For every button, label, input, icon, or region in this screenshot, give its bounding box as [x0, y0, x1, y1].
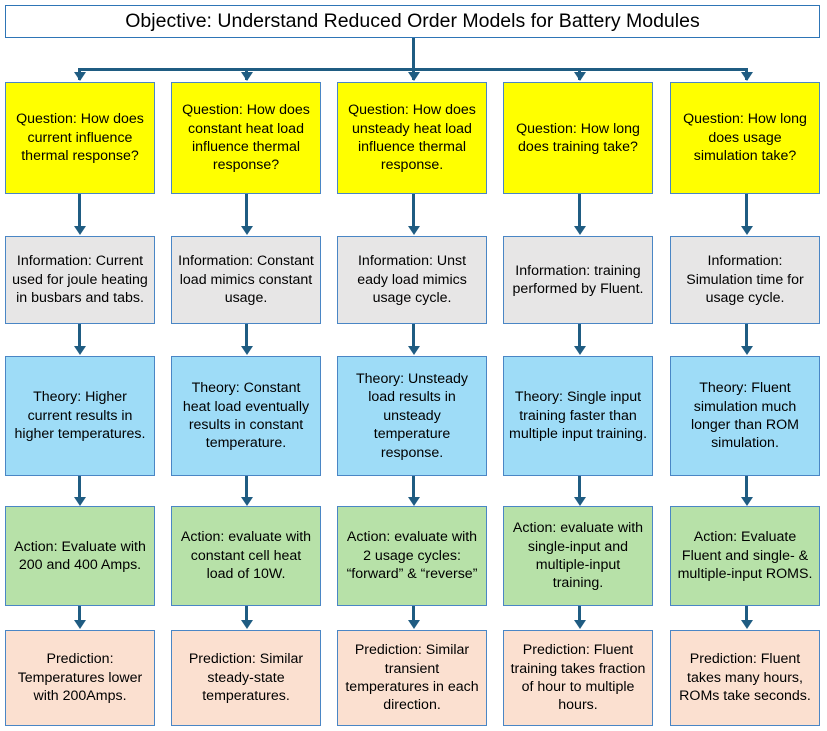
action-text-col-1: Action: Evaluate with 200 and 400 Amps.: [14, 538, 146, 573]
connector-information-theory-col-1: [78, 324, 81, 347]
arrowhead-theory-col-2: [240, 346, 253, 355]
information-box-col-5[interactable]: Information: Simulation time for usage c…: [670, 236, 820, 324]
information-text-col-1: Information: Current used for joule heat…: [12, 253, 148, 307]
arrowhead-action-col-3: [407, 497, 420, 506]
question-box-col-3[interactable]: Question: How does unsteady heat load in…: [337, 82, 487, 194]
theory-text-col-5: Theory: Fluent simulation much longer th…: [690, 380, 800, 452]
connector-question-information-col-4: [578, 194, 581, 226]
connector-action-prediction-col-1: [78, 606, 81, 621]
action-box-col-1[interactable]: Action: Evaluate with 200 and 400 Amps.: [5, 506, 155, 606]
question-text-col-3: Question: How does unsteady heat load in…: [348, 102, 476, 174]
prediction-box-col-2[interactable]: Prediction: Similar steady-state tempera…: [171, 630, 321, 726]
connector-information-theory-col-4: [578, 324, 581, 347]
information-text-col-3: Information: Unst eady load mimics usage…: [357, 253, 467, 307]
arrowhead-action-col-1: [73, 497, 86, 506]
action-text-col-5: Action: Evaluate Fluent and single- & mu…: [677, 529, 813, 583]
theory-text-col-1: Theory: Higher current results in higher…: [14, 389, 146, 443]
branch-arrowhead-col-5: [740, 72, 753, 81]
connector-question-information-col-1: [78, 194, 81, 226]
connector-question-information-col-2: [245, 194, 248, 226]
question-box-col-4[interactable]: Question: How long does training take?: [503, 82, 653, 194]
information-box-col-2[interactable]: Information: Constant load mimics consta…: [171, 236, 321, 324]
question-box-col-5[interactable]: Question: How long does usage simulation…: [670, 82, 820, 194]
action-box-col-5[interactable]: Action: Evaluate Fluent and single- & mu…: [670, 506, 820, 606]
information-box-col-1[interactable]: Information: Current used for joule heat…: [5, 236, 155, 324]
theory-box-col-4[interactable]: Theory: Single input training faster tha…: [503, 356, 653, 476]
connector-theory-action-col-4: [578, 476, 581, 499]
branch-arrowhead-col-3: [407, 72, 420, 81]
theory-text-col-2: Theory: Constant heat load eventually re…: [182, 380, 310, 452]
arrowhead-prediction-col-4: [573, 620, 586, 629]
arrowhead-information-col-2: [240, 226, 253, 235]
branch-arrowhead-col-1: [73, 72, 86, 81]
connector-action-prediction-col-5: [745, 606, 748, 621]
action-box-col-2[interactable]: Action: evaluate with constant cell heat…: [171, 506, 321, 606]
objective-stem-line: [412, 38, 415, 70]
theory-box-col-3[interactable]: Theory: Unsteady load results in unstead…: [337, 356, 487, 476]
connector-theory-action-col-1: [78, 476, 81, 499]
prediction-text-col-4: Prediction: Fluent training takes fracti…: [510, 642, 646, 714]
arrowhead-information-col-5: [740, 226, 753, 235]
question-text-col-1: Question: How does current influence the…: [16, 111, 144, 165]
action-box-col-4[interactable]: Action: evaluate with single-input and m…: [503, 506, 653, 606]
connector-action-prediction-col-3: [412, 606, 415, 621]
connector-question-information-col-3: [412, 194, 415, 226]
arrowhead-action-col-5: [740, 497, 753, 506]
information-text-col-4: Information: training performed by Fluen…: [512, 262, 644, 297]
arrowhead-prediction-col-2: [240, 620, 253, 629]
information-text-col-5: Information: Simulation time for usage c…: [686, 253, 804, 307]
action-text-col-2: Action: evaluate with constant cell heat…: [180, 529, 312, 583]
connector-action-prediction-col-2: [245, 606, 248, 621]
arrowhead-prediction-col-1: [73, 620, 86, 629]
arrowhead-information-col-4: [573, 226, 586, 235]
prediction-text-col-2: Prediction: Similar steady-state tempera…: [188, 651, 304, 705]
branch-arrowhead-col-2: [240, 72, 253, 81]
question-text-col-4: Question: How long does training take?: [516, 120, 640, 155]
connector-question-information-col-5: [745, 194, 748, 226]
objective-box: Objective: Understand Reduced Order Mode…: [5, 5, 820, 38]
action-text-col-3: Action: evaluate with 2 usage cycles: “f…: [346, 529, 478, 583]
question-box-col-2[interactable]: Question: How does constant heat load in…: [171, 82, 321, 194]
information-box-col-4[interactable]: Information: training performed by Fluen…: [503, 236, 653, 324]
question-text-col-5: Question: How long does usage simulation…: [683, 111, 807, 165]
arrowhead-prediction-col-5: [740, 620, 753, 629]
connector-theory-action-col-2: [245, 476, 248, 499]
objective-label: Objective: Understand Reduced Order Mode…: [125, 9, 700, 32]
branch-arrowhead-col-4: [573, 72, 586, 81]
theory-box-col-5[interactable]: Theory: Fluent simulation much longer th…: [670, 356, 820, 476]
connector-theory-action-col-5: [745, 476, 748, 499]
arrowhead-information-col-1: [73, 226, 86, 235]
arrowhead-information-col-3: [407, 226, 420, 235]
action-box-col-3[interactable]: Action: evaluate with 2 usage cycles: “f…: [337, 506, 487, 606]
arrowhead-theory-col-4: [573, 346, 586, 355]
arrowhead-theory-col-1: [73, 346, 86, 355]
connector-theory-action-col-3: [412, 476, 415, 499]
arrowhead-theory-col-3: [407, 346, 420, 355]
arrowhead-prediction-col-3: [407, 620, 420, 629]
theory-box-col-2[interactable]: Theory: Constant heat load eventually re…: [171, 356, 321, 476]
prediction-text-col-1: Prediction: Temperatures lower with 200A…: [17, 651, 143, 705]
question-text-col-2: Question: How does constant heat load in…: [182, 102, 310, 174]
question-box-col-1[interactable]: Question: How does current influence the…: [5, 82, 155, 194]
theory-box-col-1[interactable]: Theory: Higher current results in higher…: [5, 356, 155, 476]
prediction-box-col-1[interactable]: Prediction: Temperatures lower with 200A…: [5, 630, 155, 726]
action-text-col-4: Action: evaluate with single-input and m…: [512, 520, 644, 592]
prediction-box-col-5[interactable]: Prediction: Fluent takes many hours, ROM…: [670, 630, 820, 726]
theory-text-col-4: Theory: Single input training faster tha…: [509, 389, 648, 443]
arrowhead-action-col-4: [573, 497, 586, 506]
prediction-box-col-4[interactable]: Prediction: Fluent training takes fracti…: [503, 630, 653, 726]
connector-information-theory-col-3: [412, 324, 415, 347]
information-text-col-2: Information: Constant load mimics consta…: [178, 253, 314, 307]
prediction-box-col-3[interactable]: Prediction: Similar transient temperatur…: [337, 630, 487, 726]
arrowhead-theory-col-5: [740, 346, 753, 355]
theory-text-col-3: Theory: Unsteady load results in unstead…: [356, 370, 468, 461]
prediction-text-col-3: Prediction: Similar transient temperatur…: [345, 642, 479, 714]
connector-information-theory-col-5: [745, 324, 748, 347]
connector-action-prediction-col-4: [578, 606, 581, 621]
arrowhead-action-col-2: [240, 497, 253, 506]
connector-information-theory-col-2: [245, 324, 248, 347]
information-box-col-3[interactable]: Information: Unst eady load mimics usage…: [337, 236, 487, 324]
prediction-text-col-5: Prediction: Fluent takes many hours, ROM…: [679, 651, 811, 705]
